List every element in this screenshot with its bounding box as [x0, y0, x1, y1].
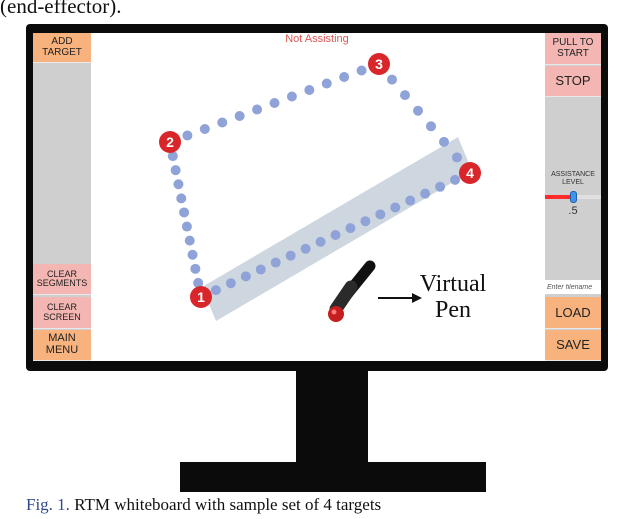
path-dot: [321, 78, 332, 89]
target-label: 1: [197, 289, 205, 305]
path-dot: [356, 65, 367, 76]
figure-number: Fig. 1.: [26, 495, 70, 514]
clear-segments-button[interactable]: CLEAR SEGMENTS: [33, 264, 91, 295]
path-dot: [405, 195, 416, 206]
whiteboard-screen: 1 2 3 4 Not Assisting Virtual Pen ADD TARGE…: [33, 33, 601, 361]
path-dot: [176, 193, 187, 204]
path-dot: [199, 124, 210, 134]
assistance-slider[interactable]: [545, 191, 601, 203]
path-dot: [439, 136, 449, 147]
target-marker: [459, 162, 481, 184]
path-dot: [193, 277, 204, 288]
monitor-neck: [296, 371, 368, 463]
target-2[interactable]: 2: [159, 131, 181, 153]
path-dot: [255, 264, 266, 275]
path-dot: [240, 271, 251, 282]
path-dot: [387, 74, 397, 85]
annotation-line2: Pen: [435, 297, 471, 324]
targets-layer: 1 2 3 4: [159, 53, 481, 308]
path-dot: [173, 179, 184, 190]
assistance-level-value: .5: [568, 205, 578, 217]
pull-to-start-button[interactable]: PULL TO START: [545, 33, 601, 65]
assistance-level-label: ASSISTANCE LEVEL: [551, 171, 595, 187]
assistance-slider-thumb[interactable]: [569, 191, 577, 203]
path-dot: [225, 278, 236, 289]
path-dot: [375, 209, 386, 220]
path-dot: [315, 236, 326, 247]
target-label: 4: [466, 165, 474, 181]
top-caption: (end-effector).: [0, 0, 122, 18]
filename-input[interactable]: [545, 280, 601, 294]
path-dot: [345, 223, 356, 234]
figure-caption: Fig. 1. RTM whiteboard with sample set o…: [26, 495, 381, 515]
save-button[interactable]: SAVE: [545, 330, 601, 361]
path-dot: [286, 91, 297, 102]
monitor-base: [180, 462, 486, 492]
path-dot: [181, 221, 192, 232]
target-label: 2: [166, 134, 174, 150]
load-button[interactable]: LOAD: [545, 297, 601, 329]
path-dot: [400, 90, 410, 101]
path-dot: [270, 257, 281, 268]
target-marker: [190, 286, 212, 308]
path-dot: [170, 165, 181, 176]
stop-button[interactable]: STOP: [545, 66, 601, 97]
whiteboard-canvas[interactable]: 1 2 3 4: [33, 33, 601, 361]
target-marker: [159, 131, 181, 153]
path-dot: [300, 243, 311, 254]
active-segment-band: [202, 137, 472, 321]
path-dot: [252, 104, 263, 115]
path-dot: [420, 188, 431, 199]
figure-caption-text: RTM whiteboard with sample set of 4 targ…: [69, 495, 382, 514]
target-4[interactable]: 4: [459, 162, 481, 184]
target-marker: [368, 53, 390, 75]
path-dots: [167, 65, 462, 296]
assist-status: Not Assisting: [285, 33, 349, 45]
pen-arrow: [378, 293, 422, 303]
path-dot: [234, 111, 245, 121]
annotation-line1: Virtual: [419, 271, 487, 297]
target-label: 3: [375, 56, 383, 72]
virtual-pen: [328, 260, 376, 322]
path-dot: [285, 250, 296, 261]
path-dot: [435, 181, 446, 192]
path-dot: [182, 130, 193, 141]
main-menu-button[interactable]: MAIN MENU: [33, 330, 91, 361]
path-dot: [452, 152, 462, 163]
path-dot: [330, 230, 341, 240]
add-target-button[interactable]: ADD TARGET: [33, 33, 91, 63]
path-dot: [184, 235, 195, 246]
path-dot: [217, 117, 228, 128]
path-dot: [269, 98, 280, 108]
path-dot: [187, 249, 198, 260]
virtual-pen-annotation: Virtual Pen: [413, 271, 493, 324]
path-dot: [339, 72, 350, 82]
path-dot: [426, 121, 436, 132]
left-panel: ADD TARGET CLEAR SEGMENTS CLEAR SCREEN M…: [33, 33, 91, 361]
target-1[interactable]: 1: [190, 286, 212, 308]
right-panel: PULL TO START STOP ASSISTANCE LEVEL .5 L…: [545, 33, 601, 361]
path-dot: [167, 151, 178, 162]
target-3[interactable]: 3: [368, 53, 390, 75]
path-dot: [390, 202, 401, 213]
path-dot: [450, 174, 461, 185]
path-dot: [304, 85, 315, 95]
path-dot: [413, 105, 423, 116]
path-dot: [179, 207, 190, 218]
clear-screen-button[interactable]: CLEAR SCREEN: [33, 297, 91, 329]
assistance-slider-fill: [545, 195, 573, 199]
path-dot: [360, 216, 371, 227]
path-dot: [210, 285, 221, 296]
path-dot: [190, 263, 201, 274]
